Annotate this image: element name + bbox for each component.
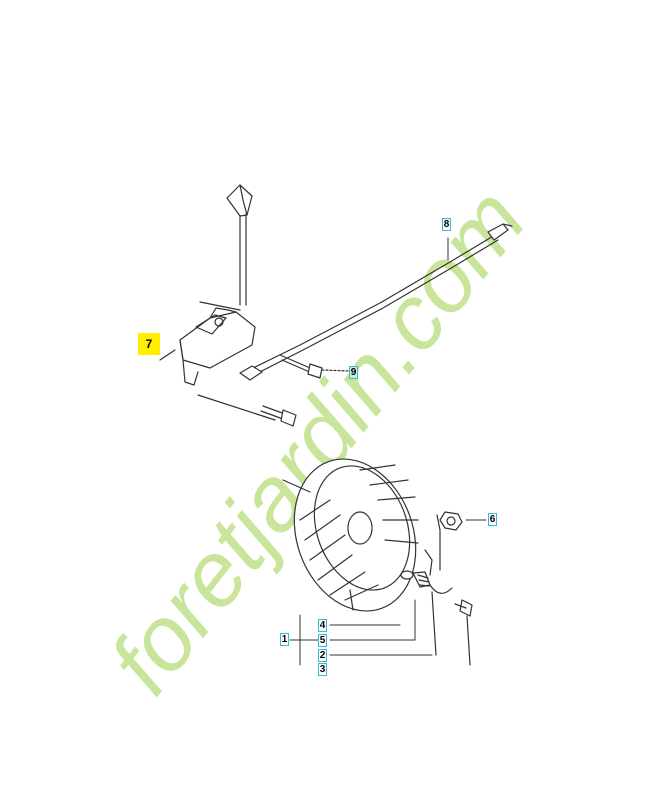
callout-8[interactable]: 8: [442, 218, 451, 231]
ignition-cable: [239, 223, 513, 381]
callout-4[interactable]: 4: [318, 619, 327, 632]
leader-lines: [289, 237, 487, 666]
spark-plug-boot: [226, 184, 253, 306]
callout-9[interactable]: 9: [349, 366, 358, 379]
callout-7[interactable]: 7: [138, 333, 160, 355]
flywheel: [282, 458, 419, 612]
small-parts: [400, 511, 473, 666]
screw-lower: [260, 405, 297, 427]
callout-3[interactable]: 3: [318, 663, 327, 676]
callout-2[interactable]: 2: [318, 649, 327, 662]
screw-9: [279, 354, 351, 379]
callout-1[interactable]: 1: [280, 633, 289, 646]
ignition-module: [159, 301, 276, 421]
callout-6[interactable]: 6: [488, 513, 497, 526]
callout-5[interactable]: 5: [318, 634, 327, 647]
